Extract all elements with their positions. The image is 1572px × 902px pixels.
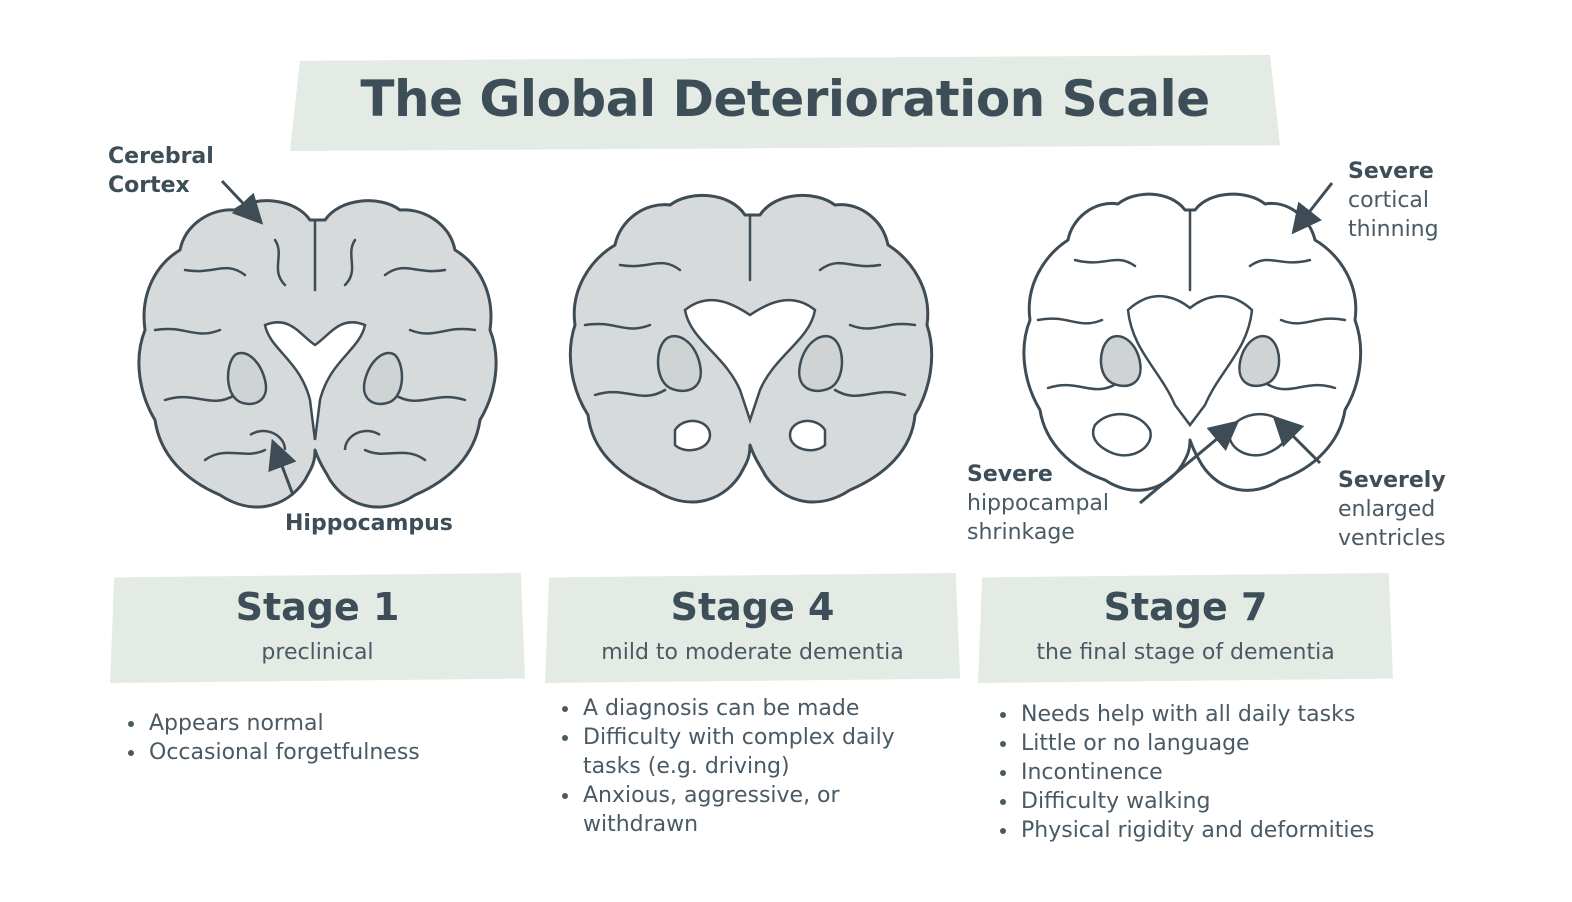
stage-7-bullets: Needs help with all daily tasks Little o…	[997, 700, 1439, 845]
list-item: Physical rigidity and deformities	[1019, 816, 1439, 845]
enlarged-ventricles-label: Severely enlarged ventricles	[1338, 466, 1463, 553]
enlarged-ventricles-text: enlarged ventricles	[1338, 497, 1446, 551]
title-band	[290, 55, 1280, 151]
cerebral-cortex-label: Cerebral Cortex	[108, 144, 214, 198]
list-item: Needs help with all daily tasks	[1019, 700, 1439, 729]
hippocampus-label: Hippocampus	[285, 511, 453, 536]
stage-4-subtitle: mild to moderate dementia	[601, 640, 904, 665]
stage-4-band	[545, 573, 960, 683]
cortical-thinning-label: Severe cortical thinning	[1348, 157, 1458, 244]
brain-stage-1-illustration	[137, 199, 498, 509]
list-item: Difficulty walking	[1019, 787, 1439, 816]
cortical-thinning-arrow	[1291, 182, 1334, 235]
stage-7-subtitle: the final stage of dementia	[1036, 640, 1335, 665]
page-title: The Global Deterioration Scale	[360, 70, 1210, 128]
brain-stage-4-illustration	[568, 193, 934, 504]
list-item: A diagnosis can be made	[581, 694, 941, 723]
list-item: Incontinence	[1019, 758, 1439, 787]
stage-7-title: Stage 7	[1103, 585, 1268, 629]
stage-1-subtitle: preclinical	[261, 640, 374, 665]
stage-1-band	[110, 573, 525, 683]
list-item: Appears normal	[147, 709, 527, 738]
hippocampal-shrinkage-text: hippocampal shrinkage	[967, 491, 1110, 545]
list-item: Anxious, aggressive, or withdrawn	[581, 781, 941, 839]
hippocampal-shrinkage-bold: Severe	[967, 462, 1053, 487]
hippocampal-shrinkage-arrow	[1139, 420, 1240, 505]
list-item: Little or no language	[1019, 729, 1439, 758]
stage-1-title: Stage 1	[235, 585, 400, 629]
stage-7-band	[978, 573, 1393, 683]
enlarged-ventricles-bold: Severely	[1338, 468, 1446, 493]
list-item: Occasional forgetfulness	[147, 738, 527, 767]
cortical-thinning-text: cortical thinning	[1348, 188, 1439, 242]
hippocampus-arrow	[268, 438, 297, 496]
stage-4-bullets: A diagnosis can be made Difficulty with …	[559, 694, 941, 839]
list-item: Difficulty with complex daily tasks (e.g…	[581, 723, 941, 781]
cortex-arrow	[220, 179, 264, 225]
ventricles-arrow	[1272, 415, 1322, 465]
stage-1-bullets: Appears normal Occasional forgetfulness	[125, 709, 527, 767]
stage-4-title: Stage 4	[670, 585, 835, 629]
hippocampal-shrinkage-label: Severe hippocampal shrinkage	[967, 460, 1127, 547]
cortical-thinning-bold: Severe	[1348, 159, 1434, 184]
